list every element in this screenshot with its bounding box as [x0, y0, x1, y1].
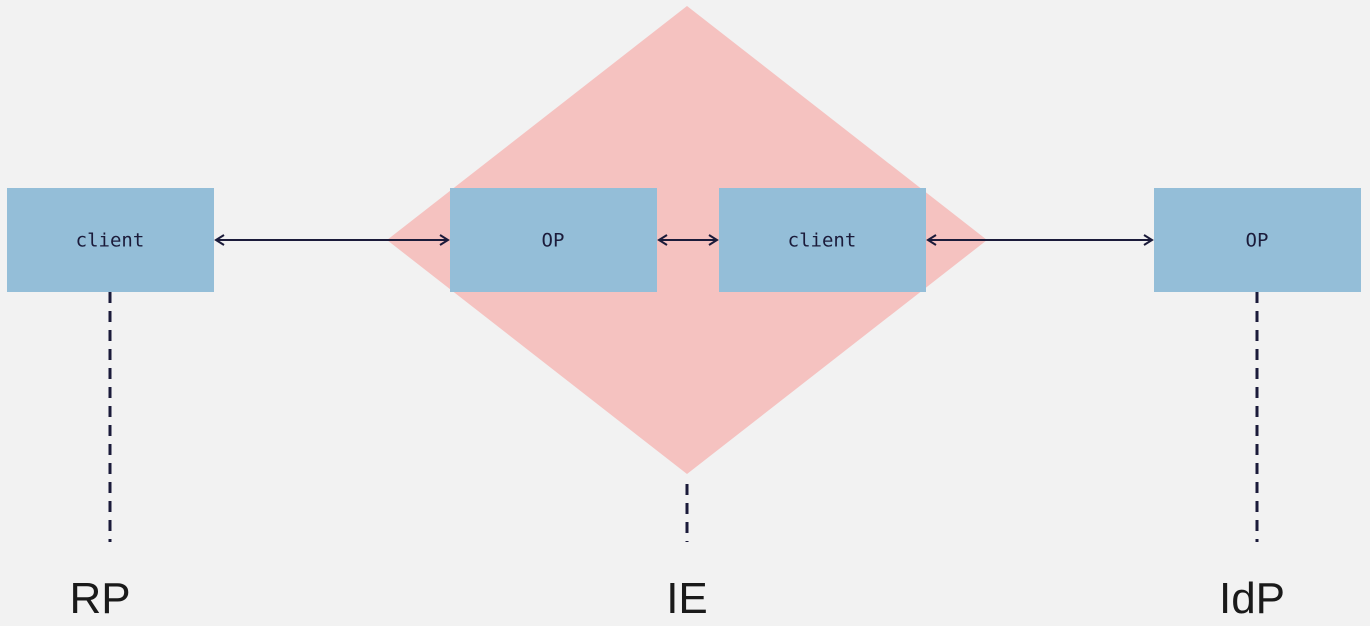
rp-actor-label: RP — [69, 574, 130, 623]
idp-actor-label: IdP — [1219, 574, 1285, 623]
ie-actor-label: IE — [666, 574, 708, 623]
idp-op-label: OP — [1246, 230, 1269, 252]
ie-client-box: client — [719, 188, 926, 292]
ie-op-box: OP — [450, 188, 657, 292]
rp-client-label: client — [76, 230, 145, 252]
ie-client-label: client — [788, 230, 857, 252]
ie-op-label: OP — [542, 230, 565, 252]
rp-client-box: client — [7, 188, 214, 292]
idp-op-box: OP — [1154, 188, 1361, 292]
